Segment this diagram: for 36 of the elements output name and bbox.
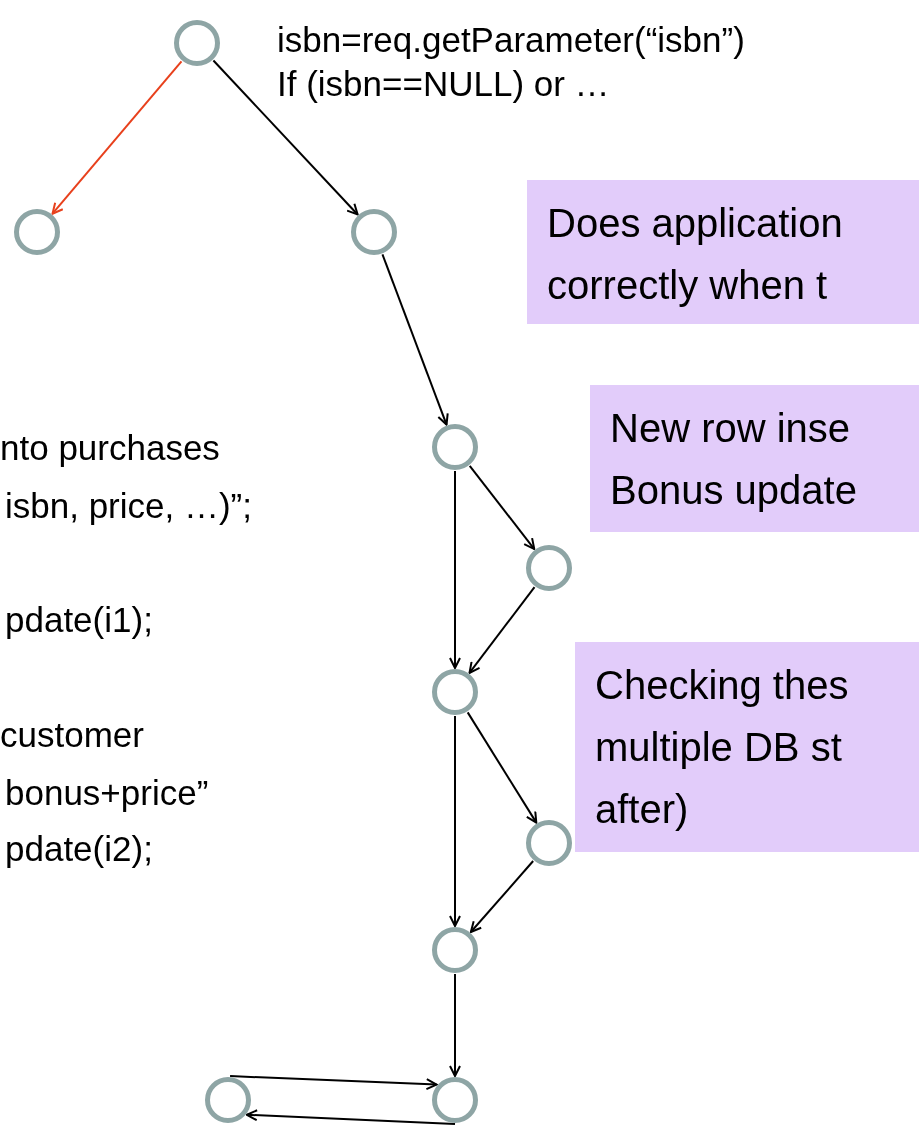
flow-node-circle <box>526 820 572 866</box>
note-text: Does application correctly when t <box>547 200 844 309</box>
flow-node-circle <box>432 927 478 973</box>
code-text: pdate(i2); <box>5 829 153 869</box>
code-text: isbn=req.getParameter(“isbn”) <box>277 20 745 60</box>
arrow <box>468 586 536 674</box>
arrow <box>212 59 359 216</box>
flow-node-circle <box>432 1077 478 1123</box>
code-text: isbn, price, …)”; <box>5 486 252 526</box>
code-text: nto purchases <box>0 428 220 468</box>
code-text: pdate(i1); <box>5 600 153 640</box>
flow-node-circle <box>351 209 397 255</box>
note-box <box>590 385 919 532</box>
arrow <box>466 711 538 824</box>
flow-node-circle <box>205 1077 251 1123</box>
flow-node-circle <box>526 545 572 591</box>
arrow <box>245 1109 456 1125</box>
arrow <box>229 1075 438 1091</box>
arrow <box>51 60 183 215</box>
code-text: bonus+price” <box>5 773 209 813</box>
arrow <box>449 715 461 927</box>
note-text: Checking thes multiple DB st after) <box>595 662 850 833</box>
flow-node-circle <box>174 20 220 66</box>
flow-node-circle <box>14 209 60 255</box>
flow-node-circle <box>432 424 478 470</box>
code-text: If (isbn==NULL) or … <box>277 64 610 104</box>
arrow <box>449 973 461 1077</box>
arrow <box>381 253 449 426</box>
arrow <box>468 464 536 551</box>
arrow <box>449 470 461 669</box>
note-text: New row inse Bonus update <box>610 405 858 514</box>
code-text: customer <box>0 715 144 755</box>
note-box <box>575 642 919 852</box>
arrow <box>469 860 535 933</box>
flow-node-circle <box>432 669 478 715</box>
note-box <box>527 180 919 324</box>
